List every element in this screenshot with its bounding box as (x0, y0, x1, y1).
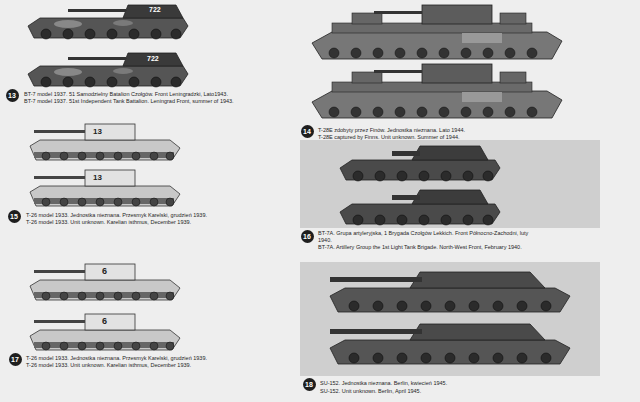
turret-number: 6 (101, 316, 108, 327)
t28e-profile (312, 64, 562, 118)
caption-polish: SU-152. Jednostka nieznana. Berlin, kwie… (320, 380, 600, 387)
callout-number: 16 (301, 230, 314, 243)
caption-polish: T-26 model 1933. Jednostka nieznana. Prz… (26, 212, 296, 219)
t26-profile (30, 170, 180, 206)
t26-profile (30, 124, 180, 160)
caption-english: BT-7A. Artillery Group the 1st Light Tan… (318, 244, 538, 251)
caption-english: BT-7 model 1937. 51st Independent Tank B… (24, 98, 304, 105)
turret-number: 13 (92, 127, 103, 137)
turret-number: 6 (101, 266, 108, 277)
t28e-profile (312, 5, 562, 59)
t26-profile (30, 264, 180, 300)
callout-number-text: 13 (8, 92, 16, 99)
caption-english: T-26 model 1933. Unit unknown. Karelian … (26, 362, 296, 369)
callout-number: 15 (8, 210, 21, 223)
caption-polish: BT-7 model 1937. 51 Samodzielny Batalion… (24, 91, 304, 98)
caption-english: SU-152. Unit unknown. Berlin, April 1945… (320, 388, 600, 395)
callout-number: 18 (303, 378, 316, 391)
callout-number: 14 (301, 125, 314, 138)
bt7a-profile (340, 190, 500, 225)
callout-number: 13 (6, 89, 19, 102)
bt7-profile (28, 53, 188, 87)
callout-number-text: 18 (305, 381, 313, 388)
bt7a-profile (340, 146, 500, 181)
t26-profile (30, 314, 180, 350)
grey-panel (300, 140, 600, 228)
caption-polish: T-26 model 1933. Jednostka nieznana. Prz… (26, 355, 296, 362)
bt7-profile (28, 5, 188, 39)
turret-number: 722 (148, 6, 162, 14)
callout-number-text: 16 (303, 233, 311, 240)
callout-number-text: 15 (10, 213, 18, 220)
su152-profile (330, 272, 570, 312)
callout-number-text: 14 (303, 128, 311, 135)
callout-number: 17 (9, 353, 22, 366)
turret-number: 722 (146, 55, 160, 63)
caption-english: T-28E captured by Finns. Unit unknown. S… (318, 134, 608, 141)
caption-polish: BT-7A. Grupa artyleryjska, 1 Brygada Czo… (318, 230, 538, 243)
caption-english: T-26 model 1933. Unit unknown. Karelian … (26, 219, 296, 226)
su152-profile (330, 324, 570, 364)
turret-number: 13 (92, 173, 103, 183)
caption-polish: T-28E zdobyty przez Finów. Jednostka nie… (318, 127, 608, 134)
callout-number-text: 17 (11, 356, 19, 363)
grey-panel (300, 262, 600, 376)
